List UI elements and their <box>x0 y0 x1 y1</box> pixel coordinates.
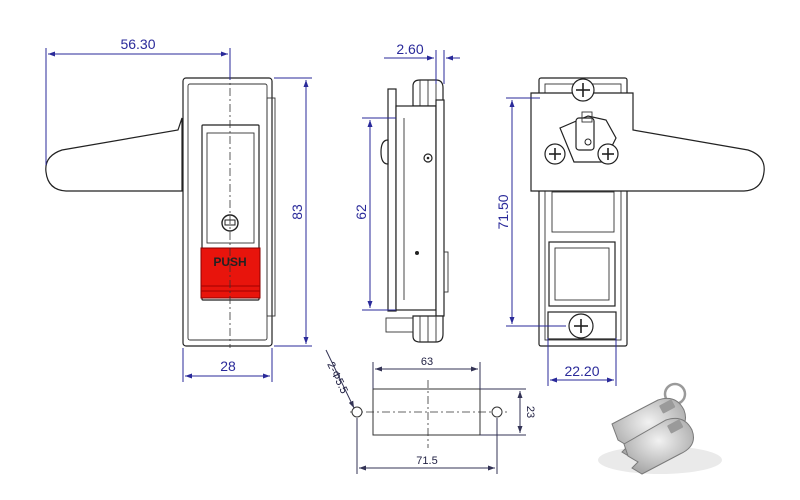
front-dimensions: 56.30 83 28 <box>45 36 312 382</box>
hole-callout-leader <box>325 349 355 409</box>
push-button <box>200 247 261 299</box>
hole-callout: 2-Φ5.5 <box>324 360 350 396</box>
dim-cutout-height: 23 <box>524 406 536 418</box>
left-mounting-hole-icon <box>351 406 363 418</box>
side-lower-tab <box>443 251 449 293</box>
dim-back-width: 22.20 <box>564 363 599 379</box>
side-front-plate <box>387 88 397 312</box>
front-view: PUSH <box>45 72 276 348</box>
dim-side-offset: 2.60 <box>396 41 423 57</box>
side-dimensions: 2.60 62 <box>353 41 460 311</box>
side-back-plate <box>435 99 445 317</box>
dim-front-width: 28 <box>220 358 236 374</box>
panel-cutout: 63 23 71.5 2-Φ5.5 <box>324 349 536 474</box>
dim-handle-length: 56.30 <box>120 36 155 52</box>
dim-cutout-width: 63 <box>421 356 433 368</box>
dim-front-height: 83 <box>289 204 305 220</box>
side-view <box>380 79 449 343</box>
front-side-ridge <box>266 97 276 317</box>
back-view <box>530 77 765 347</box>
dim-hole-spacing: 71.5 <box>416 455 437 467</box>
right-mounting-hole-icon <box>491 406 503 418</box>
side-mid-bolt <box>380 139 389 165</box>
back-lower-slot <box>548 241 616 307</box>
push-label: PUSH <box>213 255 246 269</box>
dim-side-height: 62 <box>353 204 369 220</box>
side-main-body <box>395 105 437 311</box>
dim-back-height: 71.50 <box>495 194 511 229</box>
front-window-inner <box>206 132 255 244</box>
keys-image <box>598 382 722 475</box>
back-dimensions: 71.50 22.20 <box>495 97 617 386</box>
back-upper-slot <box>551 191 615 233</box>
key-2 <box>623 417 694 475</box>
front-handle-lever <box>45 117 183 192</box>
